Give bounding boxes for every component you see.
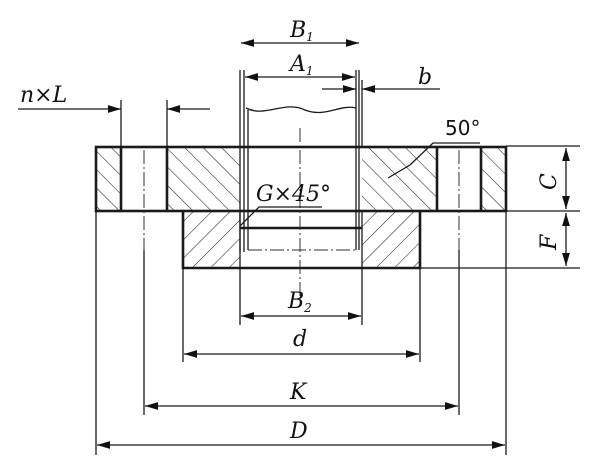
dimension-lines: [18, 39, 570, 449]
label-a1: A1: [288, 52, 314, 78]
leader-50-degree: [387, 142, 480, 179]
dimension-labels: B1 A1 b n×L 50° G×45° C F B2 d K D: [20, 18, 562, 444]
label-c: C: [537, 173, 562, 190]
label-b: b: [418, 65, 432, 90]
hatched-sections: [96, 147, 506, 268]
label-g-x-45: G×45°: [256, 182, 331, 207]
label-n-x-l: n×L: [20, 83, 67, 108]
label-k: K: [289, 380, 308, 405]
label-d-small: d: [293, 327, 307, 352]
label-angle-50: 50°: [445, 116, 480, 140]
label-d-large: D: [289, 419, 308, 444]
leader-g-45: [239, 206, 322, 227]
label-f: F: [537, 234, 562, 251]
pipe-break-line: [245, 106, 357, 114]
label-b1: B1: [289, 18, 314, 44]
label-b2: B2: [287, 289, 312, 315]
pipe: [239, 70, 360, 252]
